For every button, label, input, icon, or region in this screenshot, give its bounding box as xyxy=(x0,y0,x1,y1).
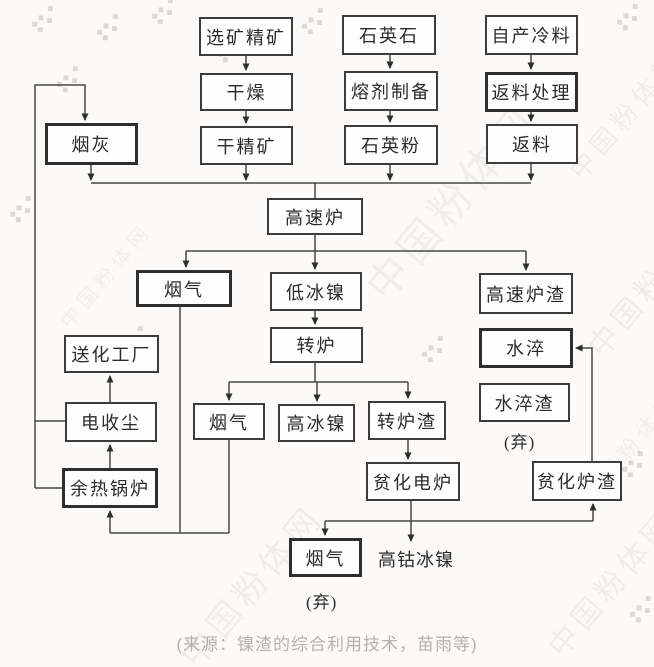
flow-box-depletion-electric-furnace: 贫化电炉 xyxy=(366,462,460,501)
flow-box-waste-heat-boiler: 余热锅炉 xyxy=(62,468,158,508)
connector-depletion-slag-to-quench xyxy=(575,344,593,461)
flow-box-low-nickel-matte: 低冰镍 xyxy=(270,272,362,311)
flow-box-high-speed-furnace: 高速炉 xyxy=(267,198,363,235)
flow-box-to-chemical-plant: 送化工厂 xyxy=(64,335,159,373)
flow-box-water-quench: 水淬 xyxy=(479,328,573,368)
flow-box-beneficiation-concentrate: 选矿精矿 xyxy=(199,17,293,56)
flow-box-quartz-stone: 石英石 xyxy=(342,15,436,55)
flow-label-high-cobalt-nickel-matte: 高钴冰镍 xyxy=(378,550,454,570)
flow-label-discard-water-quench-slag: (弃) xyxy=(504,433,536,452)
flow-box-flue-gas-2: 烟气 xyxy=(193,403,265,440)
source-caption: (来源：镍渣的综合利用技术，苗雨等) xyxy=(176,635,478,654)
flow-label-discard-flue-gas: (弃) xyxy=(306,593,338,612)
flow-box-flue-gas-3: 烟气 xyxy=(289,538,362,577)
flow-box-converter-slag: 转炉渣 xyxy=(368,401,446,440)
flow-box-depletion-furnace-slag: 贫化炉渣 xyxy=(532,461,622,501)
flow-box-return-material: 返料 xyxy=(486,124,578,164)
flow-box-high-nickel-matte: 高冰镍 xyxy=(278,404,355,442)
flow-box-drying: 干燥 xyxy=(200,73,293,111)
flow-box-dry-concentrate: 干精矿 xyxy=(200,126,293,165)
flow-box-flue-gas-1: 烟气 xyxy=(136,270,232,307)
connector-recycle-to-flue-dust xyxy=(34,84,89,488)
flow-box-return-material-processing: 返料处理 xyxy=(485,72,578,112)
flow-box-flue-dust: 烟灰 xyxy=(45,123,138,165)
flow-box-flux-preparation: 熔剂制备 xyxy=(344,71,438,111)
flow-box-water-quench-slag: 水淬渣 xyxy=(479,383,570,422)
flow-box-self-produced-cold-material: 自产冷料 xyxy=(485,15,578,55)
flow-box-quartz-powder: 石英粉 xyxy=(344,125,438,165)
flow-box-converter: 转炉 xyxy=(270,327,363,363)
flow-box-electric-dust-collector: 电收尘 xyxy=(65,402,157,442)
flow-box-high-speed-furnace-slag: 高速炉渣 xyxy=(479,273,573,314)
